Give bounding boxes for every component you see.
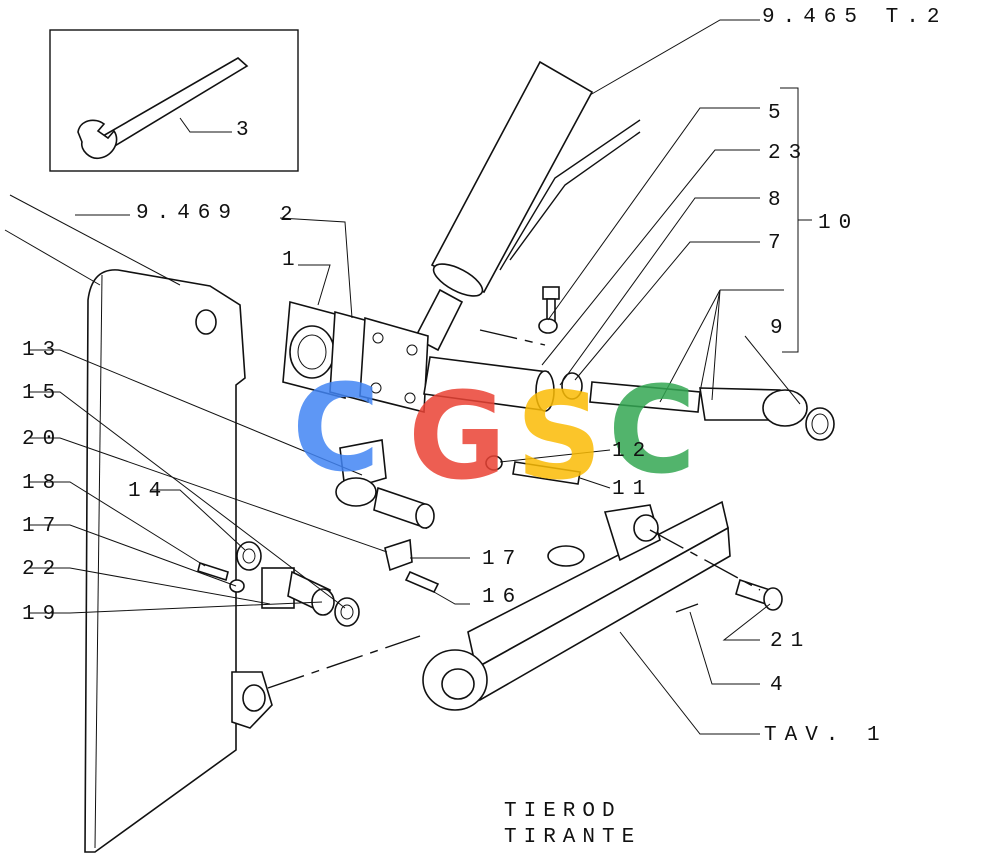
threaded-rod (589, 381, 701, 413)
pin-4 (675, 603, 699, 613)
ref-9465-label: 9.465 T.2 (762, 6, 947, 29)
flange-block (359, 316, 429, 414)
frame-plate (4, 194, 273, 853)
callout-18: 18 (22, 472, 63, 495)
alignment-lines (267, 329, 761, 689)
callout-8: 8 (768, 189, 789, 212)
callout-23: 23 (768, 142, 809, 165)
callout-7: 7 (768, 232, 789, 255)
callout-19: 19 (22, 603, 63, 626)
tav-reference: TAV. 1 (764, 724, 888, 747)
callout-11: 11 (612, 478, 653, 501)
callout-21: 21 (770, 630, 811, 653)
bolt-16 (404, 570, 440, 594)
callout-14: 14 (128, 480, 169, 503)
hydraulic-cylinder (413, 60, 641, 352)
callout-16: 16 (482, 586, 523, 609)
washer-15 (334, 597, 360, 627)
watermark-letter-s: S (516, 368, 602, 507)
bushing-9 (805, 407, 835, 441)
callout-13: 13 (22, 339, 63, 362)
frame-hole (195, 309, 217, 335)
lower-clevis (335, 439, 435, 530)
callout-17-right: 17 (482, 548, 523, 571)
watermark-letter-c2: C (608, 362, 696, 501)
callout-3: 3 (236, 119, 257, 142)
callout-22: 22 (22, 558, 63, 581)
callout-12: 12 (612, 440, 653, 463)
washer-22 (229, 579, 245, 593)
seal-ring-7 (561, 372, 583, 400)
title-line-1: TIEROD (504, 800, 622, 823)
leader-lines (30, 19, 812, 735)
callout-4: 4 (770, 674, 791, 697)
lower-link-arm (422, 500, 783, 711)
ref-9469-label: 9.469 (136, 202, 239, 225)
callout-10: 10 (818, 212, 859, 235)
watermark-letter-c1: C (292, 360, 380, 499)
wrench-icon (77, 57, 249, 160)
washer-14 (236, 541, 262, 571)
watermark: C G S C (292, 360, 696, 507)
callout-15: 15 (22, 382, 63, 405)
flange-assembly (282, 300, 429, 414)
washer-12 (485, 455, 503, 471)
callout-labels: 9.465 T.2 9.469 3 2 1 5 23 8 10 7 9 12 1… (22, 6, 947, 747)
watermark-letter-g: G (408, 368, 507, 507)
inset-frame (49, 29, 299, 172)
diagram-title: TIEROD TIRANTE (504, 800, 641, 849)
bolt-11 (512, 461, 581, 485)
bolt-5 (538, 286, 560, 334)
callout-2: 2 (280, 204, 301, 227)
callout-1: 1 (282, 249, 303, 272)
title-line-2: TIRANTE (504, 826, 641, 849)
callout-20: 20 (22, 428, 63, 451)
callout-5: 5 (768, 102, 789, 125)
callout-17-left: 17 (22, 515, 63, 538)
callout-3-leader (179, 117, 232, 133)
clip-17 (384, 538, 413, 572)
callout-9: 9 (770, 317, 791, 340)
bolt-18 (197, 561, 229, 582)
tool-inset (49, 29, 299, 172)
